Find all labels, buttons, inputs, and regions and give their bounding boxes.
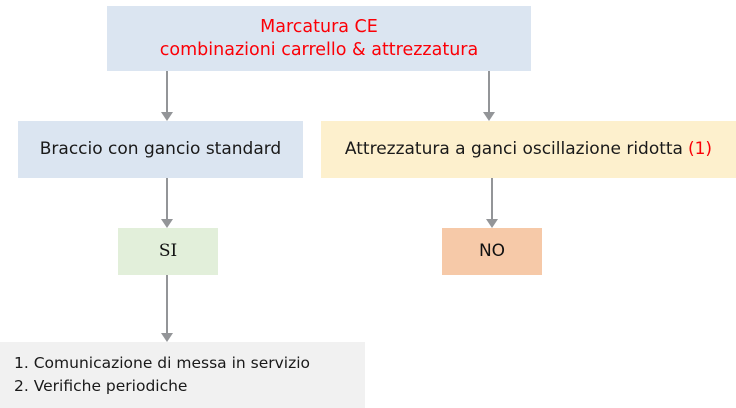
- arrowhead-down-icon: [486, 219, 498, 228]
- arrowhead-down-icon: [161, 219, 173, 228]
- note-reference-marker: (1): [687, 138, 713, 159]
- connector-title-to-branch-left: [161, 71, 173, 121]
- arrowhead-down-icon: [161, 112, 173, 121]
- node-branch-right-label: Attrezzatura a ganci oscillazione ridott…: [344, 138, 683, 159]
- node-braccio-con-gancio-standard: Braccio con gancio standard: [18, 121, 303, 178]
- connector-title-to-branch-right: [483, 71, 495, 121]
- arrowhead-down-icon: [161, 333, 173, 342]
- action-item-2: 2. Verifiche periodiche: [14, 376, 188, 395]
- node-marcatura-ce: Marcatura CE combinazioni carrello & att…: [107, 6, 531, 71]
- arrowhead-down-icon: [483, 112, 495, 121]
- connector-shaft: [166, 178, 168, 219]
- connector-branch-right-to-outcome-no: [486, 178, 498, 228]
- node-outcome-no-label: NO: [478, 240, 506, 261]
- action-item-1: 1. Comunicazione di messa in servizio: [14, 354, 311, 372]
- node-outcome-si-label: SI: [158, 240, 178, 261]
- connector-branch-left-to-outcome-yes: [161, 178, 173, 228]
- node-outcome-no: NO: [442, 228, 542, 275]
- node-branch-left-label: Braccio con gancio standard: [39, 138, 282, 159]
- node-title-line1: Marcatura CE: [260, 17, 378, 38]
- node-title-line2: combinazioni carrello & attrezzatura: [159, 39, 479, 60]
- node-outcome-si: SI: [118, 228, 218, 275]
- connector-shaft: [491, 178, 493, 219]
- node-actions-list: 1. Comunicazione di messa in servizio 2.…: [0, 342, 365, 408]
- connector-shaft: [166, 71, 168, 112]
- node-attrezzatura-a-ganci-oscillazione-ridotta: Attrezzatura a ganci oscillazione ridott…: [321, 121, 736, 178]
- connector-shaft: [166, 275, 168, 333]
- connector-outcome-yes-to-actions: [161, 275, 173, 342]
- connector-shaft: [488, 71, 490, 112]
